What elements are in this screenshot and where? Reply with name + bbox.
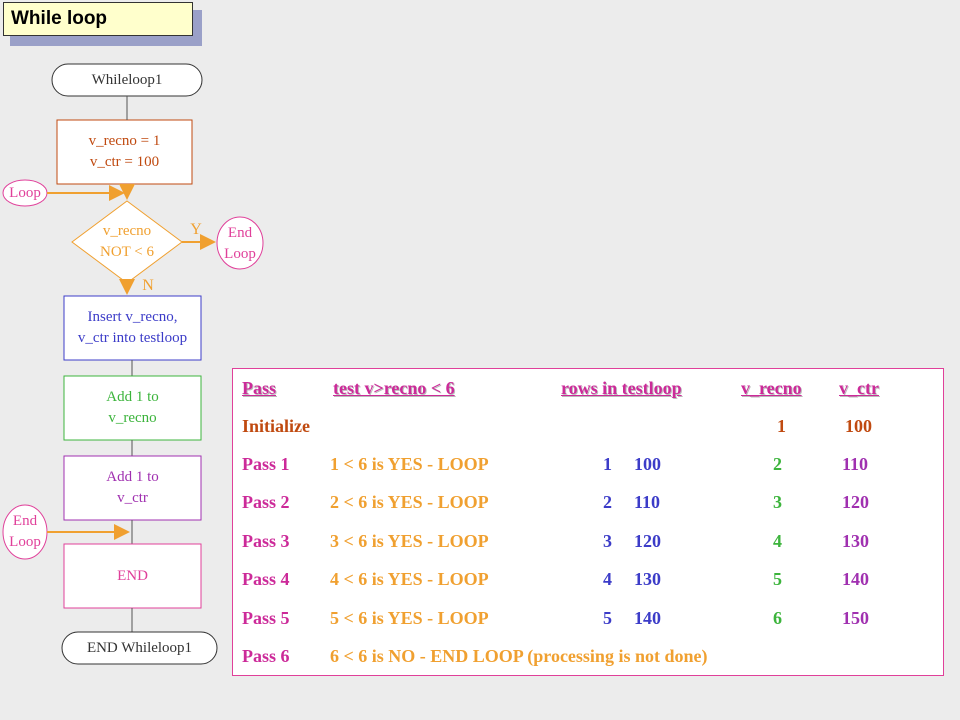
add-recno-box-shape (63, 375, 202, 441)
end-loop-right-line1: End (227, 225, 253, 241)
row-rows-ctr: 110 (634, 492, 661, 513)
end-terminal: END Whileloop1 (62, 632, 217, 664)
start-terminal: Whileloop1 (52, 64, 202, 96)
initialize-ctr: 100 (845, 416, 872, 436)
row-recno: 6 (773, 607, 782, 628)
add-ctr-line2: v_ctr (117, 490, 148, 506)
no-label: N (138, 274, 158, 296)
row-rows-recno: 4 (603, 569, 612, 590)
row-ctr: 140 (842, 569, 869, 590)
decision-line1: v_recno (102, 223, 152, 239)
header-test: test v>recno < 6 (333, 378, 455, 398)
row-pass: Pass 3 (242, 530, 290, 551)
init-line2: v_ctr = 100 (89, 154, 160, 170)
end-box-shape (63, 543, 202, 609)
end-loop-left: End Loop (3, 510, 47, 554)
row-rows-ctr: 100 (634, 454, 661, 474)
row-test: 3 < 6 is YES - LOOP (330, 530, 489, 551)
yes-text: Y (190, 220, 202, 238)
decision-line2: NOT < 6 (99, 244, 155, 260)
end-loop-right-shape (216, 216, 264, 270)
end-terminal-label: END Whileloop1 (86, 639, 193, 656)
header-recno: v_recno (741, 378, 802, 398)
row-pass: Pass 4 (242, 569, 290, 590)
initialize-label: Initialize (242, 416, 310, 436)
row-ctr: 110 (842, 454, 869, 474)
end-terminal-shape (61, 631, 218, 665)
loop-connector: Loop (3, 180, 47, 206)
final-pass: Pass 6 (242, 646, 290, 666)
loop-label: Loop (9, 184, 41, 201)
init-box-shape (56, 119, 193, 185)
row-test: 1 < 6 is YES - LOOP (330, 454, 489, 474)
insert-line2: v_ctr into testloop (77, 330, 188, 346)
end-box: END (64, 544, 201, 608)
end-loop-right: End Loop (217, 222, 263, 266)
row-rows-ctr: 130 (634, 569, 661, 590)
start-label: Whileloop1 (91, 71, 163, 88)
row-ctr: 150 (842, 607, 869, 628)
add-recno-line1: Add 1 to (106, 389, 159, 405)
insert-box: Insert v_recno, v_ctr into testloop (60, 296, 205, 360)
end-loop-left-line1: End (12, 513, 38, 529)
initialize-recno: 1 (777, 416, 786, 436)
row-ctr: 120 (842, 492, 869, 513)
row-recno: 3 (773, 492, 782, 513)
row-test: 2 < 6 is YES - LOOP (330, 492, 489, 513)
init-line1: v_recno = 1 (88, 133, 161, 149)
no-text: N (142, 276, 154, 294)
init-box: v_recno = 1 v_ctr = 100 (57, 120, 192, 184)
row-recno: 2 (773, 454, 782, 474)
row-test: 4 < 6 is YES - LOOP (330, 569, 489, 590)
header-rows: rows in testloop (561, 378, 682, 398)
add-ctr-box: Add 1 to v_ctr (64, 456, 201, 520)
row-pass: Pass 5 (242, 607, 290, 628)
add-recno-line2: v_recno (108, 410, 157, 426)
row-rows-recno: 3 (603, 530, 612, 551)
yes-label: Y (186, 218, 206, 240)
add-recno-box: Add 1 to v_recno (64, 376, 201, 440)
insert-box-shape (63, 295, 202, 361)
row-rows-recno: 1 (603, 454, 612, 474)
row-test: 5 < 6 is YES - LOOP (330, 607, 489, 628)
final-test: 6 < 6 is NO - END LOOP (processing is no… (330, 646, 708, 666)
row-recno: 4 (773, 530, 782, 551)
end-loop-left-line2: Loop (9, 534, 41, 550)
row-ctr: 130 (842, 530, 869, 551)
header-pass: Pass (242, 378, 277, 398)
decision: v_recno NOT < 6 (72, 220, 182, 264)
row-pass: Pass 1 (242, 454, 290, 474)
add-ctr-line1: Add 1 to (106, 469, 159, 485)
trace-table: Pass test v>recno < 6 rows in testloop v… (232, 368, 944, 676)
end-loop-right-line2: Loop (224, 246, 256, 262)
row-rows-ctr: 120 (634, 530, 661, 551)
end-box-label: END (117, 567, 148, 584)
row-recno: 5 (773, 569, 782, 590)
row-rows-ctr: 140 (634, 607, 661, 628)
header-ctr: v_ctr (839, 378, 879, 398)
row-pass: Pass 2 (242, 492, 290, 513)
row-rows-recno: 5 (603, 607, 612, 628)
slide-title: While loop (3, 2, 193, 36)
insert-line1: Insert v_recno, (87, 309, 178, 325)
row-rows-recno: 2 (603, 492, 612, 513)
